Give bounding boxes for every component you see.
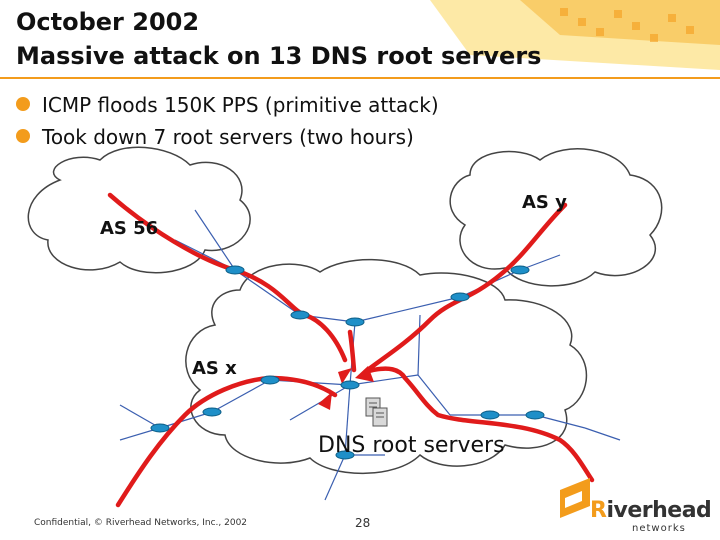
cloud-as-left: [27, 146, 251, 274]
router-icon: [225, 265, 245, 275]
arrowhead-left: [338, 368, 352, 384]
router-icon: [260, 375, 280, 385]
router-icon: [510, 265, 530, 275]
arrowhead-right: [355, 366, 374, 382]
header-banner-graphic: [0, 0, 720, 79]
bullet-icon: [16, 129, 30, 143]
router-icon: [335, 450, 355, 460]
router-icon: [450, 292, 470, 302]
router-icon: [345, 317, 365, 327]
router-icon: [290, 310, 310, 320]
routers: [150, 265, 545, 460]
router-icon: [202, 407, 222, 417]
server-icon: [372, 407, 388, 427]
arrowhead-bottom: [318, 392, 332, 410]
label-dns-root-servers: DNS root servers: [318, 433, 505, 458]
bullet-text: ICMP floods 150K PPS (primitive attack): [42, 93, 439, 117]
router-icon: [150, 423, 170, 433]
company-logo: Riverhead: [590, 498, 712, 523]
dns-server-icons: [365, 397, 388, 427]
bullet-icon: [16, 97, 30, 111]
label-as-left: AS 56: [100, 218, 158, 239]
router-icon: [525, 410, 545, 420]
slide-title-line-2: Massive attack on 13 DNS root servers: [16, 42, 542, 70]
logo-letter-r: R: [590, 498, 607, 523]
label-as-right: AS y: [522, 192, 567, 213]
logo-subtitle: networks: [632, 523, 686, 534]
bullet-text: Took down 7 root servers (two hours): [42, 125, 414, 149]
attack-arrowheads: [318, 366, 374, 410]
bullet-item: ICMP floods 150K PPS (primitive attack): [16, 90, 439, 122]
slide-title-line-1: October 2002: [16, 8, 200, 36]
bullet-list: ICMP floods 150K PPS (primitive attack) …: [16, 90, 439, 154]
cloud-as-center: [185, 258, 587, 475]
logo-wordmark: iverhead: [606, 498, 712, 523]
router-icon: [340, 380, 360, 390]
router-icon: [480, 410, 500, 420]
bullet-item: Took down 7 root servers (two hours): [16, 122, 439, 154]
footer-confidential: Confidential, © Riverhead Networks, Inc.…: [34, 518, 248, 528]
label-as-center: AS x: [192, 358, 237, 379]
page-number: 28: [355, 516, 371, 530]
